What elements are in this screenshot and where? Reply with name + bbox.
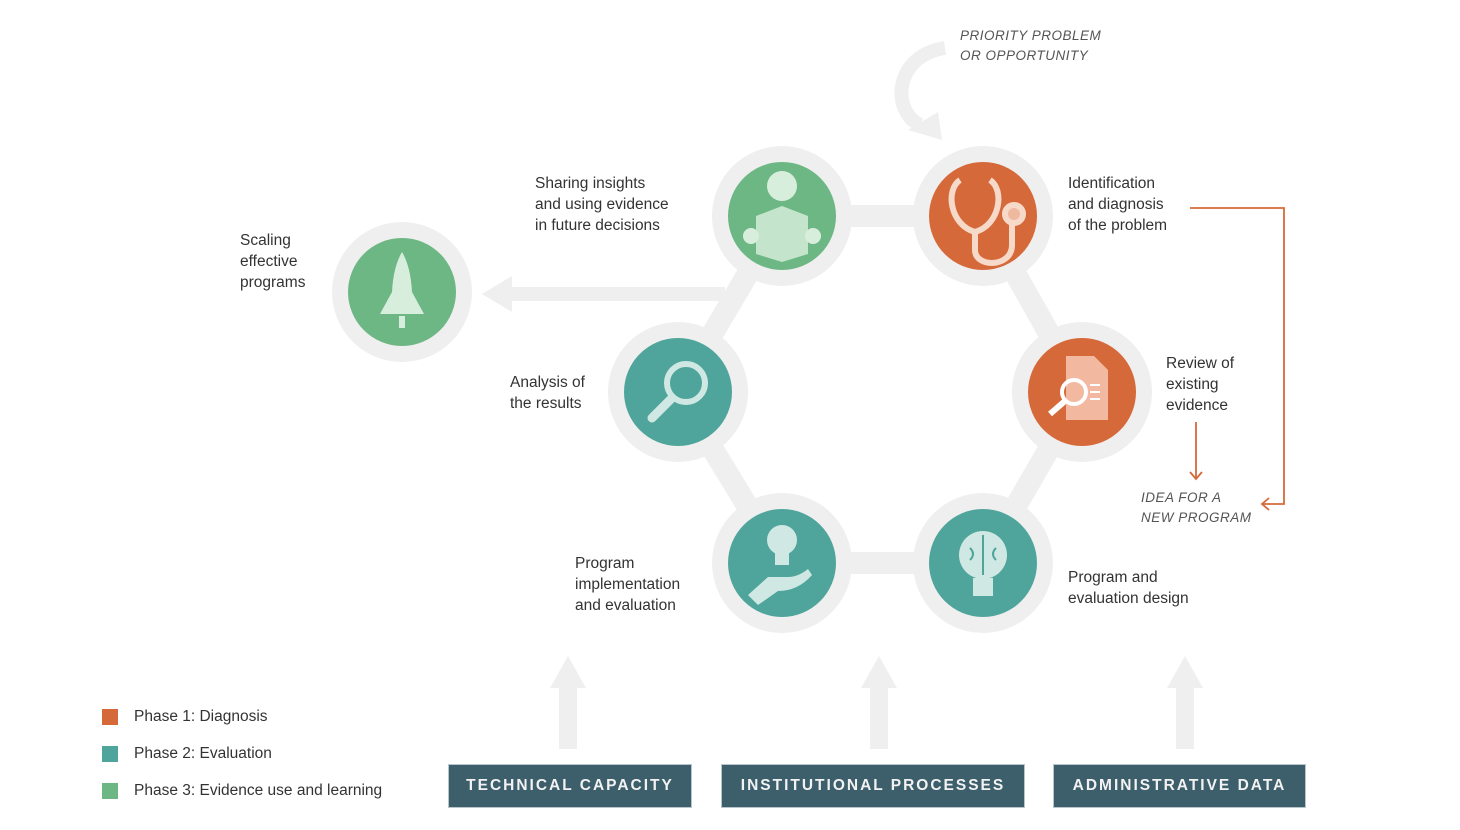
label-line: effective — [240, 253, 298, 270]
person-reading-icon — [743, 171, 821, 262]
legend-swatch — [102, 783, 118, 799]
label-line: and diagnosis — [1068, 196, 1164, 213]
label-line: existing — [1166, 376, 1219, 393]
label-line: Identification — [1068, 175, 1156, 192]
label-analysis: Analysis of the results — [510, 372, 585, 414]
legend-swatch — [102, 709, 118, 725]
label-line: in future decisions — [535, 217, 660, 234]
label-line: the results — [510, 395, 582, 412]
label-line: Program — [575, 555, 635, 572]
label-line: of the problem — [1068, 217, 1168, 234]
label-line: and using evidence — [535, 196, 669, 213]
stethoscope-icon — [948, 177, 1026, 266]
annotation-line: PRIORITY PROBLEM — [960, 28, 1102, 43]
label-line: Scaling — [240, 232, 291, 249]
step-identification — [913, 146, 1053, 286]
label-line: Review of — [1166, 355, 1235, 372]
label-implementation: Program implementation and evaluation — [575, 553, 680, 616]
label-line: implementation — [575, 576, 681, 593]
legend-phase-3: Phase 3: Evidence use and learning — [102, 782, 382, 800]
label-line: evaluation design — [1068, 590, 1189, 607]
label-line: and evaluation — [575, 597, 676, 614]
step-sharing — [712, 146, 852, 286]
legend-phase-2: Phase 2: Evaluation — [102, 745, 272, 763]
step-design — [913, 493, 1053, 633]
idea-arrows — [1189, 207, 1285, 511]
foundation-arrows — [550, 656, 1203, 749]
legend-label: Phase 3: Evidence use and learning — [134, 782, 383, 799]
arrow-to-scaling — [482, 276, 725, 312]
foundation-administrative-data: ADMINISTRATIVE DATA — [1053, 764, 1306, 808]
hand-lightbulb-icon — [748, 525, 812, 605]
label-review: Review of existing evidence — [1166, 353, 1234, 416]
legend-swatch — [102, 746, 118, 762]
label-line: Program and — [1068, 569, 1158, 586]
foundation-institutional-processes: INSTITUTIONAL PROCESSES — [721, 764, 1025, 808]
label-scaling: Scaling effective programs — [240, 230, 305, 293]
priority-problem-annotation: PRIORITY PROBLEM OR OPPORTUNITY — [960, 26, 1101, 66]
annotation-line: OR OPPORTUNITY — [960, 48, 1089, 63]
label-line: programs — [240, 274, 306, 291]
legend-label: Phase 2: Evaluation — [134, 745, 272, 762]
magnifier-icon — [647, 361, 708, 423]
step-analysis — [608, 322, 748, 462]
label-design: Program and evaluation design — [1068, 567, 1189, 609]
priority-curved-arrow — [894, 41, 947, 132]
label-line: evidence — [1166, 397, 1229, 414]
priority-arrowhead — [908, 112, 942, 140]
annotation-line: IDEA FOR A — [1141, 490, 1222, 505]
legend-phase-1: Phase 1: Diagnosis — [102, 708, 268, 726]
rocket-icon — [380, 252, 424, 328]
document-search-icon — [1048, 356, 1108, 420]
legend-label: Phase 1: Diagnosis — [134, 708, 268, 725]
step-implementation — [712, 493, 852, 633]
annotation-line: NEW PROGRAM — [1141, 510, 1252, 525]
label-identification: Identification and diagnosis of the prob… — [1068, 173, 1167, 236]
label-sharing: Sharing insights and using evidence in f… — [535, 173, 669, 236]
step-review — [1012, 322, 1152, 462]
foundation-technical-capacity: TECHNICAL CAPACITY — [448, 764, 692, 808]
step-scaling — [332, 222, 472, 362]
label-line: Sharing insights — [535, 175, 646, 192]
brain-lightbulb-icon — [959, 531, 1007, 596]
idea-annotation: IDEA FOR A NEW PROGRAM — [1141, 488, 1252, 528]
label-line: Analysis of — [510, 374, 585, 391]
